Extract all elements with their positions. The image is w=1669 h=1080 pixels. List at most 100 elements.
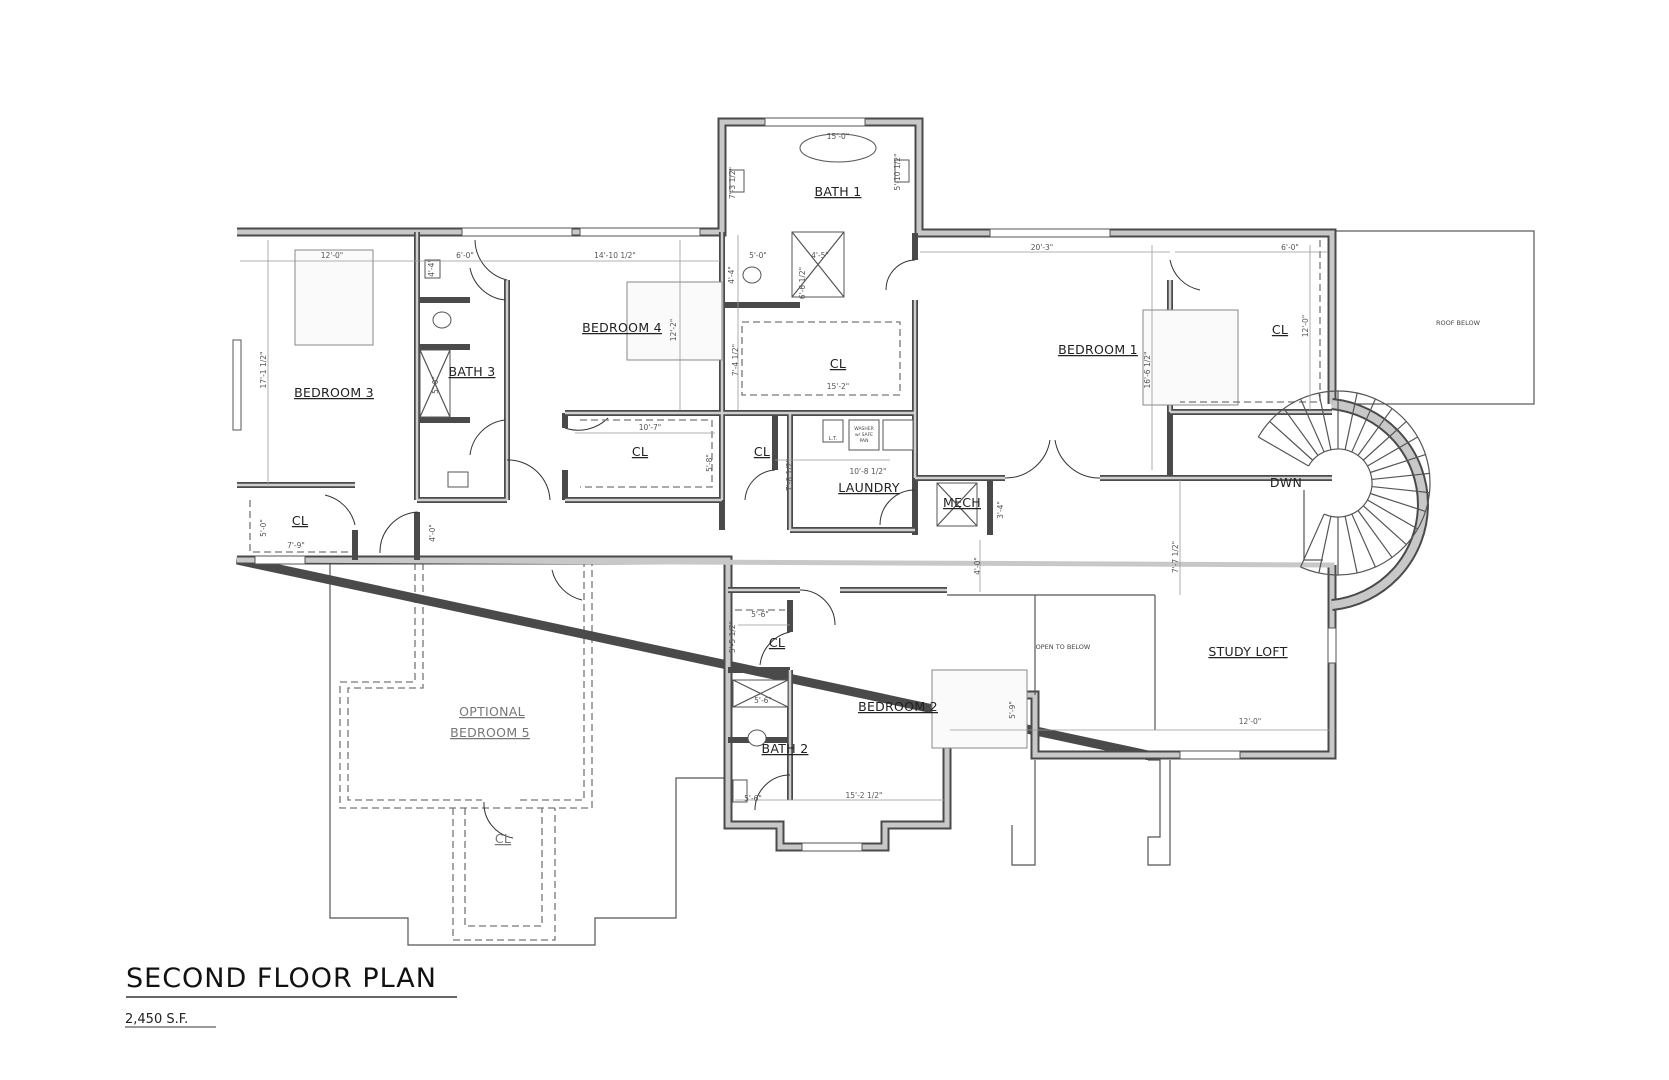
washer-note: WASHER — [854, 426, 874, 432]
dimension-label: 5'-10 1/2" — [893, 154, 902, 191]
dimension-label: 5'-5 1/2" — [728, 621, 737, 653]
dimension-label: 12'-0" — [1301, 315, 1310, 338]
dimension-label: 5'-0" — [259, 519, 268, 537]
room-labels: BEDROOM 3 BEDROOM 4 BATH 3 BATH 1 CL BED… — [292, 184, 1288, 846]
bed-icon — [1142, 309, 1239, 406]
dimension-label: 4'-4" — [727, 266, 736, 284]
room-label-closet: CL — [830, 356, 846, 371]
dimension-labels: 12'-0" 17'-1 1/2" 6'-0" 14'-10 1/2" 12'-… — [259, 132, 1310, 803]
dimension-label: 12'-0" — [321, 251, 344, 260]
door-swings — [324, 239, 1201, 811]
dimension-label: 7'-3 1/2" — [728, 167, 737, 199]
dimension-label: 20'-3" — [1031, 243, 1054, 252]
toilet-icon — [432, 311, 452, 329]
washer-icon — [848, 419, 880, 451]
dimension-label: 7'-7 1/2" — [1171, 541, 1180, 573]
room-label-bedroom-5: BEDROOM 5 — [450, 725, 530, 740]
room-label-bedroom-4: BEDROOM 4 — [582, 320, 662, 335]
dimension-label: 16'-6 1/2" — [1143, 352, 1152, 389]
stair-down-label: DWN — [1270, 475, 1302, 490]
sink-icon — [729, 169, 745, 193]
laundry-tub-icon — [822, 419, 844, 443]
dimension-label: 5'-0" — [749, 251, 767, 260]
dimension-label: 4'-0" — [973, 557, 982, 575]
dimension-label: 3'-4" — [996, 501, 1005, 519]
room-label-laundry: LAUNDRY — [838, 480, 900, 495]
optional-bedroom-5-outline — [329, 563, 728, 946]
open-to-below-rail — [947, 594, 1156, 730]
sink-icon — [732, 779, 748, 803]
dimension-label: 15'-2" — [827, 382, 850, 391]
room-label-closet: CL — [292, 513, 308, 528]
dimension-label: 17'-1 1/2" — [259, 352, 268, 389]
bed-icon — [931, 669, 1028, 749]
room-label-study-loft: STUDY LOFT — [1208, 644, 1287, 659]
bed-icon — [626, 281, 723, 361]
toilet-icon — [742, 266, 762, 284]
spiral-stair — [1257, 390, 1431, 576]
room-label-closet: CL — [769, 635, 785, 650]
dimension-label: 14'-10 1/2" — [594, 251, 636, 260]
dimension-label: 5'-6" — [754, 696, 772, 705]
bed-icon — [294, 249, 374, 346]
dimension-label: 5'-8" — [705, 454, 714, 472]
bathtub-icon — [799, 133, 877, 163]
lower-roof-outline — [1011, 759, 1171, 866]
stair-edge — [1308, 448, 1373, 518]
dimension-label: 4'-4" — [427, 259, 436, 277]
stair-edge — [1257, 390, 1431, 576]
dimension-label: 6'-6 1/2" — [798, 267, 807, 299]
dimension-label: 5'-9" — [1008, 701, 1017, 719]
room-label-closet: CL — [495, 831, 511, 846]
roof-below-outline — [1331, 230, 1535, 405]
dimension-label: 4'-0" — [428, 524, 437, 542]
open-to-below-note: OPEN TO BELOW — [1036, 643, 1091, 651]
plan-title: SECOND FLOOR PLAN — [126, 963, 437, 994]
dimension-label: 7'-8 1/2" — [785, 459, 794, 491]
room-label-bath-1: BATH 1 — [815, 184, 862, 199]
room-label-closet: CL — [1272, 322, 1288, 337]
fixtures — [294, 133, 1239, 803]
dimension-label: 5'-0" — [431, 376, 440, 394]
room-label-bedroom-3: BEDROOM 3 — [294, 385, 374, 400]
dryer-icon — [882, 419, 914, 451]
room-label-optional: OPTIONAL — [459, 704, 525, 719]
room-label-bath-2: BATH 2 — [762, 741, 809, 756]
room-label-mech: MECH — [943, 495, 981, 510]
washer-note: w/ SAFE — [855, 432, 873, 438]
dimension-label: 4'-5" — [811, 251, 829, 260]
room-label-closet: CL — [632, 444, 648, 459]
interior-wall-fill — [237, 232, 1332, 800]
dimension-label: 15'-2 1/2" — [846, 791, 883, 800]
dimension-label: 10'-7" — [639, 423, 662, 432]
sink-icon — [424, 259, 441, 279]
dimension-lines — [240, 235, 1330, 801]
laundry-tub-note: L.T. — [829, 436, 838, 442]
dimension-label: 12'-2" — [669, 319, 678, 342]
roof-below-note: ROOF BELOW — [1436, 319, 1481, 327]
dimension-label: 12'-0" — [1239, 717, 1262, 726]
closet-shelves — [249, 240, 1321, 611]
dimension-label: 10'-8 1/2" — [850, 467, 887, 476]
dimension-label: 5'-6" — [751, 610, 769, 619]
dimension-label: 5'-6" — [744, 794, 762, 803]
stair-tread — [1258, 391, 1430, 575]
dimension-label: 6'-0" — [1281, 243, 1299, 252]
dimension-label: 6'-0" — [456, 251, 474, 260]
dimension-label: 7'-4 1/2" — [731, 344, 740, 376]
sink-icon — [447, 471, 469, 488]
room-label-bedroom-2: BEDROOM 2 — [858, 699, 938, 714]
room-label-bedroom-1: BEDROOM 1 — [1058, 342, 1138, 357]
toilet-icon — [747, 729, 767, 747]
notes: OPEN TO BELOW ROOF BELOW DWN WASHER w/ S… — [829, 319, 1481, 651]
dimension-label: 15'-0" — [827, 132, 850, 141]
room-label-closet: CL — [754, 444, 770, 459]
room-label-bath-3: BATH 3 — [449, 364, 496, 379]
plan-area: 2,450 S.F. — [125, 1012, 188, 1027]
stair-landing — [1303, 490, 1323, 561]
title-block: SECOND FLOOR PLAN 2,450 S.F. — [125, 963, 457, 1028]
dimension-label: 7'-9" — [287, 541, 305, 550]
sink-icon — [894, 159, 910, 183]
washer-note: PAN — [860, 438, 869, 444]
